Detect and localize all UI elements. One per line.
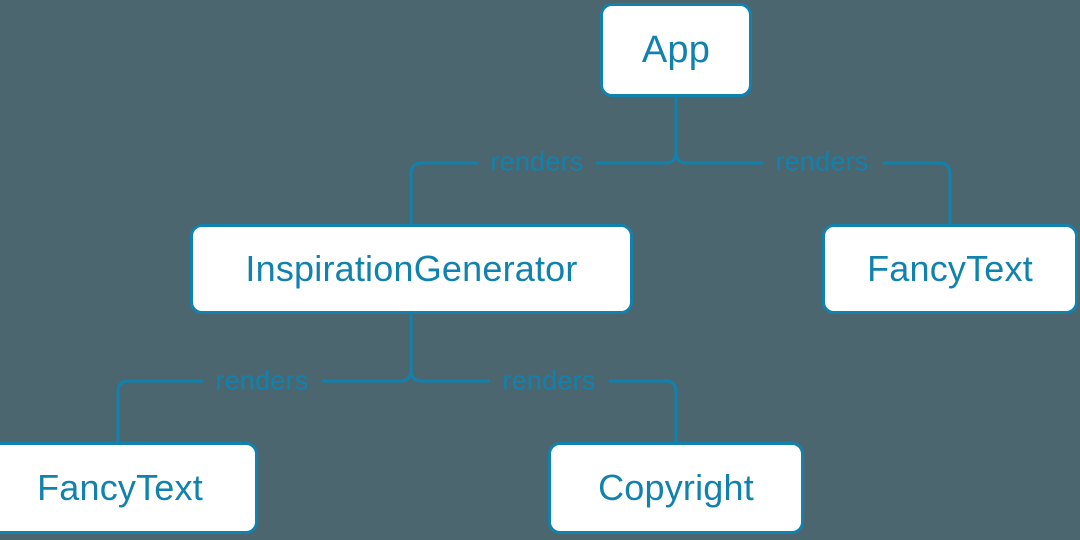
edge-label-app-to-fancytext: renders [775,146,869,177]
node-fancytext-right-label: FancyText [867,248,1033,289]
edge-label-app-to-inspirationgenerator: renders [490,146,584,177]
node-fancytext-right[interactable]: FancyText [822,224,1078,314]
node-inspiration-generator[interactable]: InspirationGenerator [190,224,633,314]
edge-label-inspirationgenerator-to-fancytext: renders [215,365,309,396]
node-fancytext-bottom-label: FancyText [37,467,203,508]
edge-inspirationgenerator-to-fancytext-left-seg [116,379,204,444]
edge-inspirationgenerator-stem [398,312,413,383]
edge-inspirationgenerator-to-copyright-right-seg [608,379,678,444]
edge-label-inspirationgenerator-to-copyright: renders [502,365,596,396]
node-app[interactable]: App [600,3,752,97]
edge-app-stem-right [674,150,689,165]
edge-app-to-fancytext-right-seg [882,161,952,226]
node-inspiration-generator-label: InspirationGenerator [245,248,578,289]
node-copyright-label: Copyright [598,467,754,508]
node-copyright[interactable]: Copyright [548,442,804,534]
edge-app-stem [663,95,678,165]
node-app-label: App [641,29,711,71]
edge-app-to-inspirationgenerator-left-seg [409,161,479,226]
edge-inspirationgenerator-stem-right [409,368,424,383]
node-fancytext-bottom[interactable]: FancyText [0,442,258,534]
